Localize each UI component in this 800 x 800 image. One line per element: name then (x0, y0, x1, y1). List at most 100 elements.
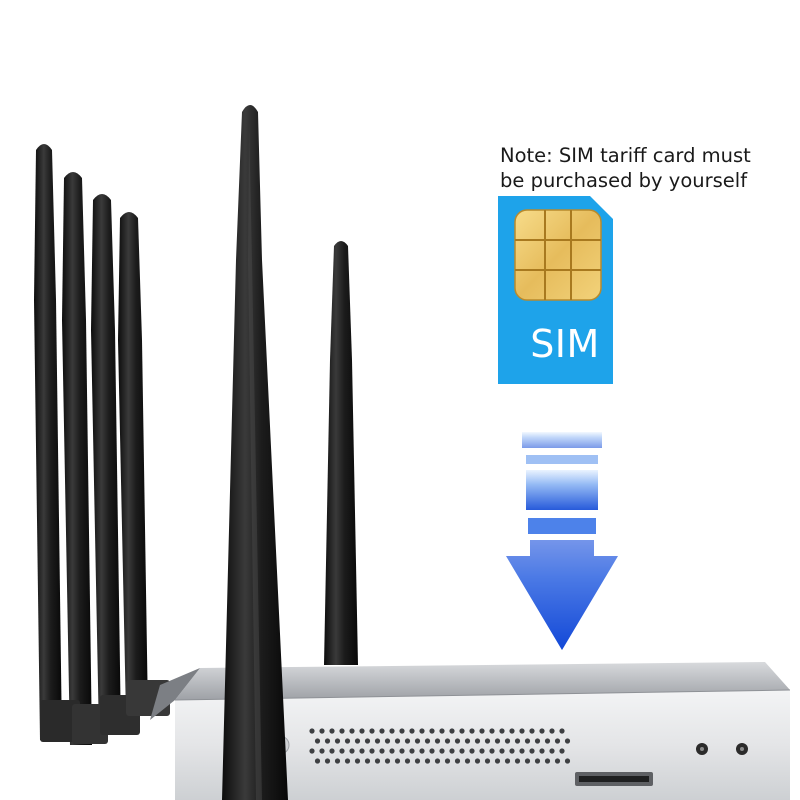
vent-hole (424, 738, 431, 744)
vent-hole (384, 758, 391, 764)
vent-hole (544, 758, 551, 764)
vent-hole (479, 748, 485, 754)
vent-hole (339, 748, 345, 754)
vent-hole (469, 748, 475, 754)
vent-hole (459, 748, 465, 754)
antenna (34, 144, 62, 740)
vent-hole (494, 738, 501, 744)
antenna-connector (72, 704, 108, 744)
vent-hole (559, 728, 565, 734)
vent-hole (389, 748, 395, 754)
vent-hole (529, 748, 535, 754)
vent-hole (449, 748, 455, 754)
arrow-down-icon (506, 432, 618, 650)
vent-hole (444, 758, 451, 764)
vent-hole (514, 738, 521, 744)
vent-hole (409, 728, 415, 734)
vent-hole (424, 758, 431, 764)
vent-hole (559, 748, 565, 754)
vent-hole (434, 758, 441, 764)
vent-hole (394, 758, 401, 764)
vent-hole (349, 748, 355, 754)
vent-hole (399, 748, 405, 754)
vent-hole (449, 728, 455, 734)
vent-hole (419, 728, 425, 734)
vent-hole (369, 748, 375, 754)
vent-hole (524, 738, 531, 744)
note-text: Note: SIM tariff card must be purchased … (500, 143, 790, 193)
vent-hole (509, 748, 515, 754)
vent-hole (469, 728, 475, 734)
vent-hole (464, 738, 471, 744)
vent-hole (324, 758, 331, 764)
vent-hole (564, 758, 571, 764)
vent-hole (414, 738, 421, 744)
vent-hole (309, 748, 315, 754)
vent-hole (539, 728, 545, 734)
vent-hole (479, 728, 485, 734)
vent-hole (314, 758, 321, 764)
vent-hole (314, 738, 321, 744)
vent-hole (544, 738, 551, 744)
vent-hole (404, 758, 411, 764)
vent-hole (509, 728, 515, 734)
vent-hole (514, 758, 521, 764)
vent-hole (474, 758, 481, 764)
vent-hole (329, 728, 335, 734)
vent-hole (439, 748, 445, 754)
vent-hole (344, 738, 351, 744)
vent-hole (344, 758, 351, 764)
vent-hole (309, 728, 315, 734)
vent-hole (354, 758, 361, 764)
vent-hole (529, 728, 535, 734)
vent-hole (489, 728, 495, 734)
vent-hole (554, 758, 561, 764)
vent-hole (464, 758, 471, 764)
vent-hole (429, 728, 435, 734)
vent-hole (549, 728, 555, 734)
vent-hole (334, 758, 341, 764)
vent-hole (484, 738, 491, 744)
vent-hole (434, 738, 441, 744)
vent-hole (534, 758, 541, 764)
vent-hole (474, 738, 481, 744)
vent-hole (414, 758, 421, 764)
vent-hole (319, 748, 325, 754)
vent-hole (549, 748, 555, 754)
vent-hole (459, 728, 465, 734)
router-vents (309, 728, 571, 764)
vent-hole (339, 728, 345, 734)
vent-hole (399, 728, 405, 734)
vent-hole (349, 728, 355, 734)
vent-hole (439, 728, 445, 734)
vent-hole (504, 738, 511, 744)
vent-hole (524, 758, 531, 764)
antenna-connector (40, 700, 80, 742)
antenna-right (324, 241, 358, 665)
vent-hole (324, 738, 331, 744)
vent-hole (554, 738, 561, 744)
vent-hole (334, 738, 341, 744)
antenna (118, 212, 148, 715)
vent-hole (499, 748, 505, 754)
vent-hole (359, 728, 365, 734)
vent-hole (374, 758, 381, 764)
vent-hole (419, 748, 425, 754)
vent-hole (354, 738, 361, 744)
note-line-1: Note: SIM tariff card must (500, 144, 751, 167)
sim-label: SIM (530, 322, 600, 366)
vent-hole (364, 738, 371, 744)
vent-hole (454, 758, 461, 764)
vent-hole (564, 738, 571, 744)
vent-hole (494, 758, 501, 764)
vent-hole (519, 748, 525, 754)
vent-hole (404, 738, 411, 744)
vent-hole (539, 748, 545, 754)
vent-hole (389, 728, 395, 734)
vent-hole (319, 728, 325, 734)
vent-hole (429, 748, 435, 754)
vent-hole (384, 738, 391, 744)
note-line-2: be purchased by yourself (500, 169, 748, 192)
vent-hole (359, 748, 365, 754)
